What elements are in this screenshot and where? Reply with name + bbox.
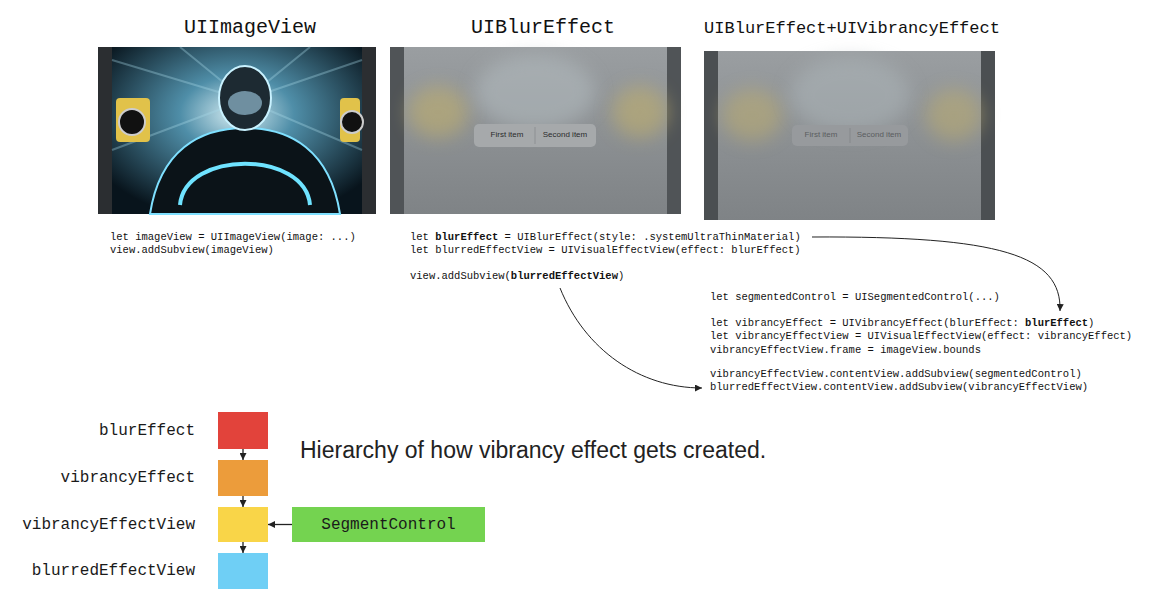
blur-screenshot [390,47,681,214]
image-view-screenshot-part [219,66,271,130]
hierarchy-block: blurEffect [218,412,268,449]
vibrancy-screenshot-part [926,89,982,141]
code-fragment: let vibrancyEffect = UIVibrancyEffect(bl… [710,317,1025,329]
code-emphasis: blurEffect [435,231,498,243]
hierarchy-arrow [268,524,292,525]
block-label: blurredEffectView [32,562,195,580]
code-line: blurredEffectView.contentView.addSubview… [710,381,1088,394]
component-box: SegmentControl [292,507,485,542]
blur-screenshot-part [535,127,536,144]
blur-screenshot-part [404,47,667,214]
column-title: UIImageView [184,16,316,40]
block-label: blurEffect [99,422,195,440]
column-title: UIBlurEffect+UIVibrancyEffect [704,19,1000,39]
image-view-screenshot-part [116,98,150,142]
blur-screenshot-part [475,54,595,130]
code-emphasis: blurEffect [1025,317,1088,329]
code-line: let vibrancyEffectView = UIVisualEffectV… [710,330,1132,343]
image-view-screenshot-part [98,47,376,214]
segment-label: First item [805,130,838,140]
image-view-screenshot-part [150,128,340,214]
code-line: view.addSubview(imageView) [110,244,274,257]
code-line: vibrancyEffectView.frame = imageView.bou… [710,344,981,357]
hierarchy-block: blurredEffectView [218,553,268,589]
blur-screenshot-part [612,86,668,138]
image-view-screenshot-part [119,109,145,135]
block-label: vibrancyEffect [61,469,195,487]
hierarchy-block: vibrancyEffectView [218,507,268,542]
image-view-screenshot-part [341,111,363,133]
image-view-screenshot-part [112,47,362,214]
code-line: let blurredEffectView = UIVisualEffectVi… [410,244,801,257]
code-fragment: view.addSubview( [410,270,511,282]
box-label: SegmentControl [321,516,455,534]
hierarchy-arrow [242,449,243,460]
hierarchy-arrow [242,496,243,507]
image-view-screenshot-part [180,164,310,205]
code-line: let imageView = UIImageView(image: ...) [110,231,356,244]
column-title: UIBlurEffect [471,16,615,40]
code-line: let blurEffect = UIBlurEffect(style: .sy… [410,231,801,244]
code-emphasis: blurredEffectView [511,270,618,282]
code-fragment: let [410,231,435,243]
segment-label: First item [491,130,524,140]
block-label: vibrancyEffectView [22,516,195,534]
code-line: view.addSubview(blurredEffectView) [410,270,624,283]
vibrancy-screenshot-part [790,57,910,133]
vibrancy-screenshot-part [704,51,995,220]
code-fragment: ) [618,270,624,282]
segment-label: Second item [857,130,901,140]
blur-screenshot-part [408,86,468,138]
code-line: let segmentedControl = UISegmentedContro… [710,291,1000,304]
diagram-caption-note: Hierarchy of how vibrancy effect gets cr… [300,437,766,465]
hierarchy-block: vibrancyEffect [218,460,268,496]
vibrancy-screenshot-part [792,125,908,146]
code-fragment: ) [1088,317,1094,329]
vibrancy-screenshot-part [850,128,851,143]
image-view-screenshot-part [228,91,262,115]
code-line: let vibrancyEffect = UIVibrancyEffect(bl… [710,317,1094,330]
blur-screenshot-part [474,124,596,147]
vibrancy-screenshot-part [718,51,981,220]
segment-label: Second item [543,130,587,140]
code-line: vibrancyEffectView.contentView.addSubvie… [710,368,1082,381]
code-callout-arrow-part [560,288,702,388]
image-view-screenshot [98,47,376,214]
code-fragment: = UIBlurEffect(style: .systemUltraThinMa… [498,231,800,243]
hierarchy-arrow [242,542,243,553]
code-callout-arrow [560,237,1060,388]
vibrancy-screenshot [704,51,995,220]
blur-screenshot-part [390,47,681,214]
vibrancy-screenshot-part [722,89,782,141]
